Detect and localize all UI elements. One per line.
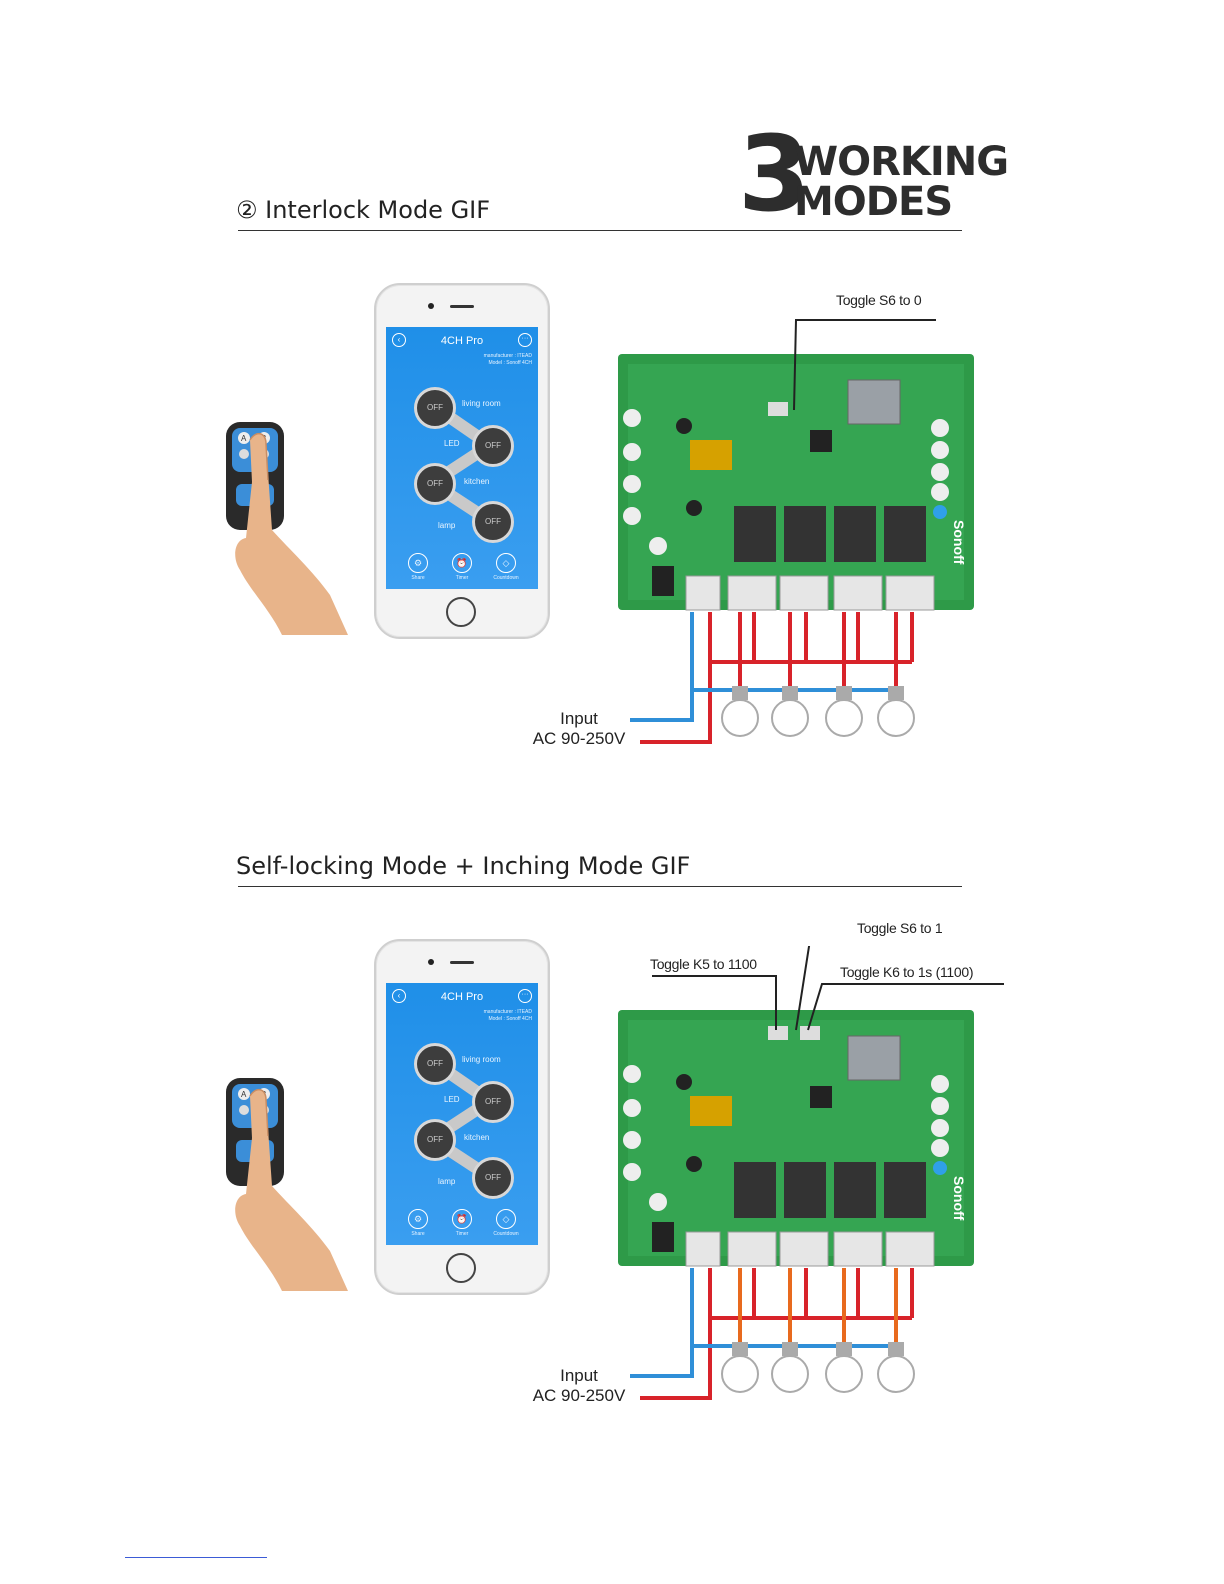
remote-control-with-hand: A B [226,1078,348,1291]
board-brand: Sonoff [951,1176,967,1221]
tab-share[interactable]: ⚙Share [398,553,438,581]
camera-icon [428,959,434,965]
channel-3-button[interactable]: OFF [414,463,456,505]
speaker-grille [450,961,474,964]
channel-1-button[interactable]: OFF [414,1043,456,1085]
tab-timer[interactable]: ⏰Timer [442,553,482,581]
remote-control-with-hand: A B [226,422,348,635]
channel-1-label: living room [462,1055,501,1064]
camera-icon [428,303,434,309]
home-button[interactable] [446,597,476,627]
channel-3-label: kitchen [464,1133,490,1142]
speaker-grille [450,305,474,308]
logo-line-working: WORKING [794,139,1009,185]
back-icon[interactable]: ‹ [392,989,406,1003]
home-button[interactable] [446,1253,476,1283]
app-title: 4CH Pro [440,335,484,347]
channel-3-label: kitchen [464,477,490,486]
logo-line-modes: MODES [794,179,953,225]
timer-icon: ⏰ [452,553,472,573]
tab-countdown[interactable]: ◇Countdown [486,1209,526,1237]
channel-4-label: lamp [438,521,456,530]
logo-number: 3 [738,113,810,235]
footer-link-underline[interactable] [125,1557,267,1558]
button-connectors [426,400,496,527]
section-divider [238,886,962,887]
tab-timer[interactable]: ⏰Timer [442,1209,482,1237]
annotation-toggle-k5: Toggle K5 to 1100 [650,956,757,972]
board-brand: Sonoff [951,520,967,565]
back-icon[interactable]: ‹ [392,333,406,347]
button-connectors [426,1056,496,1183]
relay-board-diagram: Sonoff [618,319,974,744]
pointer-line [793,319,936,411]
channel-2-button[interactable]: OFF [472,425,514,467]
annotation-toggle-s6-0: Toggle S6 to 0 [836,292,922,308]
app-title: 4CH Pro [440,991,484,1003]
section-title-interlock: ② Interlock Mode GIF [236,196,491,224]
relay-board-diagram: Sonoff [618,946,1004,1400]
timer-icon: ⏰ [452,1209,472,1229]
share-icon: ⚙ [408,553,428,573]
channel-4-button[interactable]: OFF [472,501,514,543]
channel-3-button[interactable]: OFF [414,1119,456,1161]
channel-1-button[interactable]: OFF [414,387,456,429]
channel-2-label: LED [444,439,460,448]
menu-icon[interactable]: ··· [518,989,532,1003]
channel-1-label: living room [462,399,501,408]
working-modes-logo: 3 WORKING MODES [738,122,1009,226]
annotation-toggle-s6-1: Toggle S6 to 1 [857,920,943,936]
share-icon: ⚙ [408,1209,428,1229]
channel-2-label: LED [444,1095,460,1104]
channel-2-button[interactable]: OFF [472,1081,514,1123]
remote-key-a[interactable]: A [241,1090,247,1099]
countdown-icon: ◇ [496,1209,516,1229]
tab-share[interactable]: ⚙Share [398,1209,438,1237]
channel-4-label: lamp [438,1177,456,1186]
tab-countdown[interactable]: ◇Countdown [486,553,526,581]
countdown-icon: ◇ [496,553,516,573]
channel-4-button[interactable]: OFF [472,1157,514,1199]
annotation-toggle-k6: Toggle K6 to 1s (1100) [840,964,974,980]
remote-key-a[interactable]: A [241,434,247,443]
section-divider [238,230,962,231]
menu-icon[interactable]: ··· [518,333,532,347]
section-title-selflocking: Self-locking Mode + Inching Mode GIF [236,852,691,880]
